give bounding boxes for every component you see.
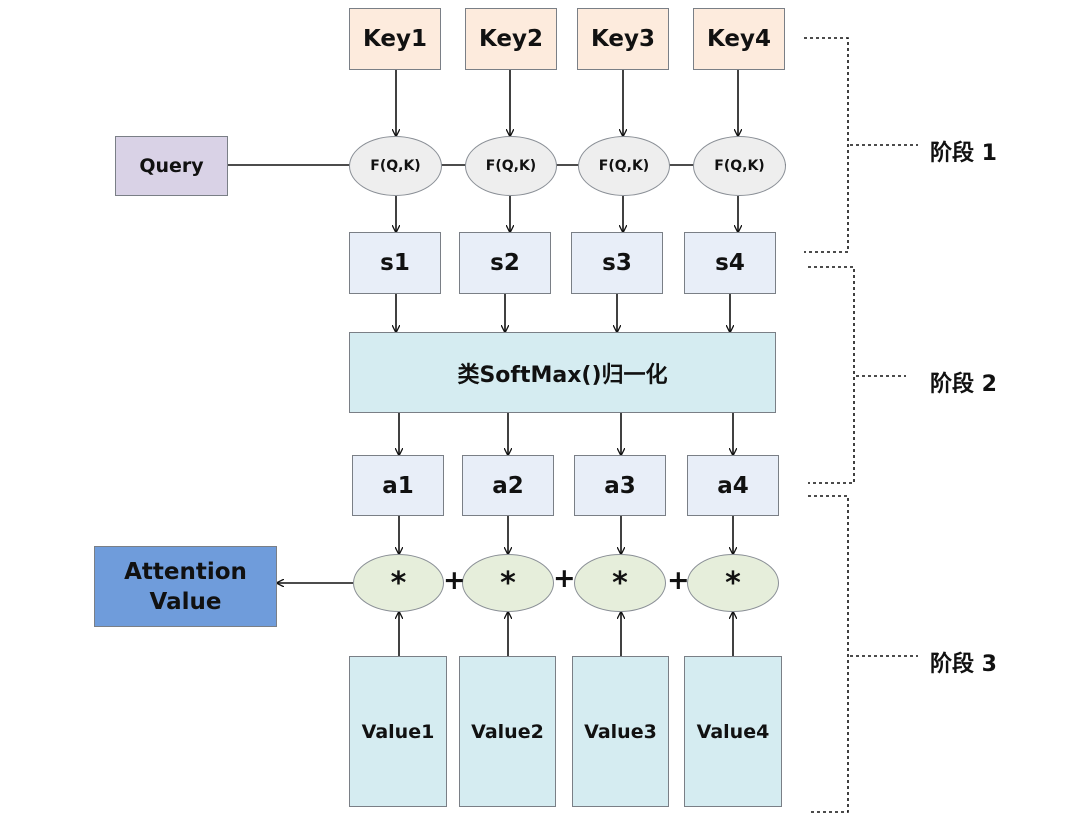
stage-label-3: 阶段 3 — [930, 652, 997, 677]
attention-value-line1: Attention — [124, 558, 247, 585]
multiply-node-1: * — [353, 554, 444, 612]
weight-box-2: a2 — [462, 455, 554, 516]
stage-label-1: 阶段 1 — [930, 141, 997, 166]
similarity-function-2: F(Q,K) — [465, 136, 557, 196]
multiply-node-3: * — [574, 554, 666, 612]
value-box-3: Value3 — [572, 656, 669, 807]
stage2-bracket — [808, 266, 855, 484]
weight-box-1: a1 — [352, 455, 444, 516]
key-box-1: Key1 — [349, 8, 441, 70]
score-box-4: s4 — [684, 232, 776, 294]
softmax-normalization-box: 类SoftMax()归一化 — [349, 332, 776, 413]
attention-value-line2: Value — [149, 588, 222, 615]
score-box-3: s3 — [571, 232, 663, 294]
query-box: Query — [115, 136, 228, 196]
attention-value-box: Attention Value — [94, 546, 277, 627]
stage-brackets — [804, 37, 918, 813]
plus-sign-2: + — [553, 563, 576, 594]
plus-sign-1: + — [443, 565, 466, 596]
value-box-1: Value1 — [349, 656, 447, 807]
score-box-1: s1 — [349, 232, 441, 294]
value-box-4: Value4 — [684, 656, 782, 807]
similarity-function-3: F(Q,K) — [578, 136, 670, 196]
stage-label-2: 阶段 2 — [930, 372, 997, 397]
multiply-node-2: * — [462, 554, 554, 612]
weight-box-4: a4 — [687, 455, 779, 516]
key-box-3: Key3 — [577, 8, 669, 70]
weight-box-3: a3 — [574, 455, 666, 516]
key-box-4: Key4 — [693, 8, 785, 70]
multiply-node-4: * — [687, 554, 779, 612]
value-box-2: Value2 — [459, 656, 556, 807]
score-box-2: s2 — [459, 232, 551, 294]
key-box-2: Key2 — [465, 8, 557, 70]
stage3-bracket — [808, 495, 849, 813]
stage1-bracket — [804, 37, 849, 253]
similarity-function-4: F(Q,K) — [693, 136, 786, 196]
similarity-function-1: F(Q,K) — [349, 136, 442, 196]
plus-sign-3: + — [667, 565, 690, 596]
